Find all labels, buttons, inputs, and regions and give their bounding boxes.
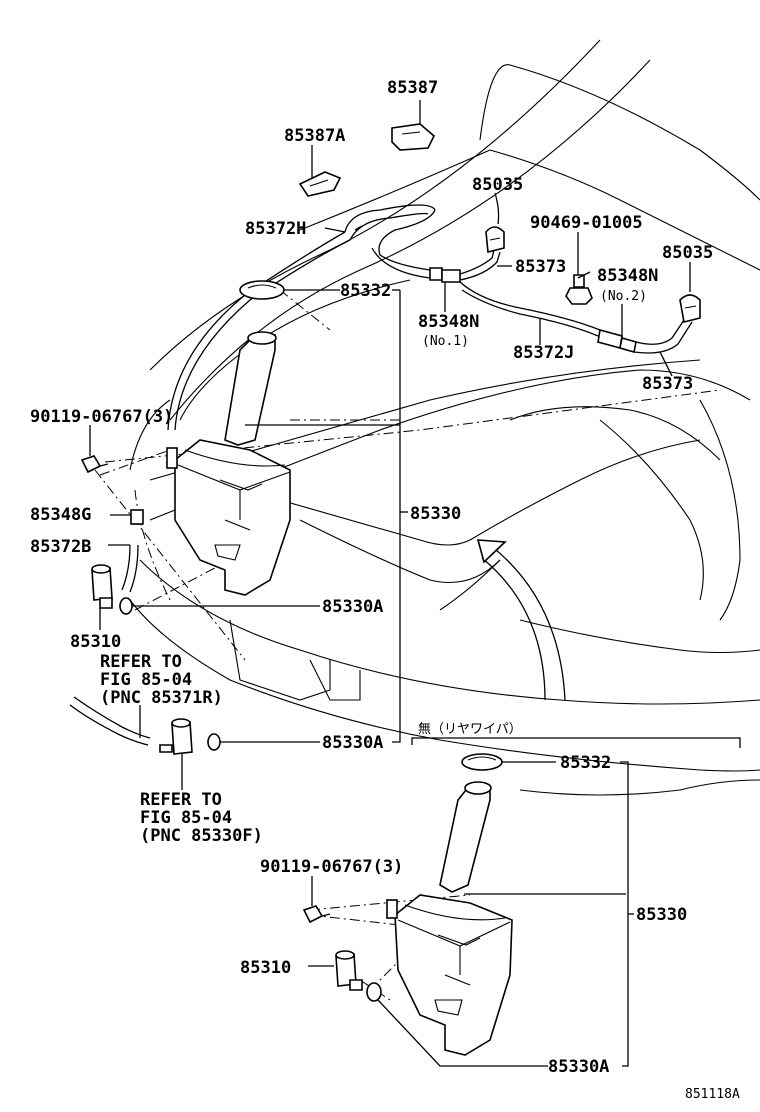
label-refer1-line1: REFER TO — [100, 652, 182, 672]
label-85373-lower: 85373 — [642, 374, 693, 394]
hose-refer-85371R — [69, 696, 151, 746]
label-refer1-line3: (PNC 85371R) — [100, 688, 223, 708]
label-90119-lower: 90119-06767(3) — [260, 857, 403, 877]
hose-85372H — [167, 204, 443, 431]
lower-group-bracket — [411, 737, 741, 748]
label-refer2-line3: (PNC 85330F) — [140, 826, 263, 846]
washer-nozzle-right — [679, 262, 701, 323]
label-85373-upper: 85373 — [515, 257, 566, 277]
washer-nozzle-left — [485, 192, 505, 254]
grommet-85330A-lower — [366, 982, 548, 1067]
hose-85372B — [108, 544, 139, 593]
cap-85332-upper — [239, 280, 340, 300]
grommet-85330A-upper — [119, 597, 320, 615]
label-90119-upper: 90119-06767(3) — [30, 407, 173, 427]
joint-85348N-1 — [441, 269, 461, 312]
label-85348G: 85348G — [30, 505, 91, 525]
label-85372H: 85372H — [245, 219, 306, 239]
label-no2: (No.2) — [600, 289, 647, 304]
label-85035-left: 85035 — [472, 175, 523, 195]
cap-85332-lower — [461, 753, 556, 771]
grommet-85330A-middle — [207, 733, 320, 751]
joint-85348N-2 — [597, 304, 623, 350]
bracket-85387 — [391, 100, 435, 151]
label-85372J: 85372J — [513, 343, 574, 363]
label-85330-upper: 85330 — [410, 504, 461, 524]
label-85332-lower: 85332 — [560, 753, 611, 773]
washer-motor-refer — [159, 718, 193, 790]
hose-85373-lower — [619, 319, 693, 377]
leader-bracket-upper — [392, 289, 408, 743]
leader-bracket-lower — [620, 761, 634, 1067]
washer-motor-upper — [91, 564, 113, 630]
label-refer2-line1: REFER TO — [140, 790, 222, 810]
label-85330-lower: 85330 — [636, 905, 687, 925]
label-85310-lower: 85310 — [240, 958, 291, 978]
label-90469-01005: 90469-01005 — [530, 213, 643, 233]
washer-tank-lower — [386, 781, 626, 1056]
joint-85348G — [110, 509, 144, 525]
label-85330A-upper: 85330A — [322, 597, 383, 617]
label-85035-right: 85035 — [662, 243, 713, 263]
label-85348N-no1: 85348N — [418, 312, 479, 332]
leader-lines — [324, 227, 591, 279]
washer-tank-upper — [166, 331, 400, 596]
label-85387: 85387 — [387, 78, 438, 98]
hose-85373-upper — [459, 249, 512, 281]
bolt-90119-upper — [80, 425, 109, 474]
diagram-id: 851118A — [685, 1087, 740, 1102]
car-body-outline — [129, 39, 760, 796]
label-85348N-no2: 85348N — [597, 266, 658, 286]
label-85330A-lower: 85330A — [548, 1057, 609, 1077]
label-refer1-line2: FIG 85-04 — [100, 670, 192, 690]
label-no1: (No.1) — [422, 334, 469, 349]
bolt-90119-lower — [302, 876, 331, 924]
label-no-rear-wiper: 無（リヤワイパ） — [418, 722, 522, 737]
washer-motor-lower — [308, 950, 363, 991]
label-85310-upper: 85310 — [70, 632, 121, 652]
label-85330A-middle: 85330A — [322, 733, 383, 753]
label-85332-upper: 85332 — [340, 281, 391, 301]
hose-85372J — [459, 281, 601, 345]
reference-lines — [94, 289, 721, 1001]
label-85387A: 85387A — [284, 126, 345, 146]
label-refer2-line2: FIG 85-04 — [140, 808, 232, 828]
clip-90469 — [565, 232, 593, 305]
bracket-85387A — [298, 145, 342, 197]
part-labels: 85387 85387A 85035 90469-01005 85035 853… — [30, 78, 740, 1102]
label-85372B: 85372B — [30, 537, 91, 557]
